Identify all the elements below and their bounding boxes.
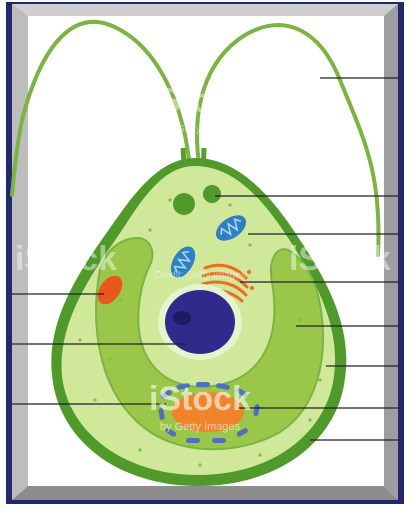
- nucleolus: [173, 311, 191, 325]
- watermark-brand-top: iStock: [149, 82, 251, 120]
- watermark-right: iStock: [289, 240, 391, 278]
- watermark-brand-right: iStock: [289, 240, 391, 278]
- watermark-center: Credit: Getty Images: [154, 270, 246, 281]
- watermark-tagline-top: by Getty Images: [164, 124, 237, 135]
- watermark-tagline-bottom: by Getty Images: [160, 421, 241, 433]
- watermark-top: iStock by Getty Images: [149, 82, 251, 135]
- watermark-left: iStock: [15, 240, 117, 278]
- basal-body-left: [173, 193, 195, 215]
- diagram-bevel-bottom: [12, 486, 398, 500]
- watermark-brand-bottom: iStock: [149, 380, 251, 418]
- watermark-tagline-center: Credit: Getty Images: [154, 270, 246, 281]
- watermark-brand-left: iStock: [15, 240, 117, 278]
- watermark-bottom: iStock by Getty Images: [149, 380, 251, 433]
- basal-body-right: [203, 185, 221, 203]
